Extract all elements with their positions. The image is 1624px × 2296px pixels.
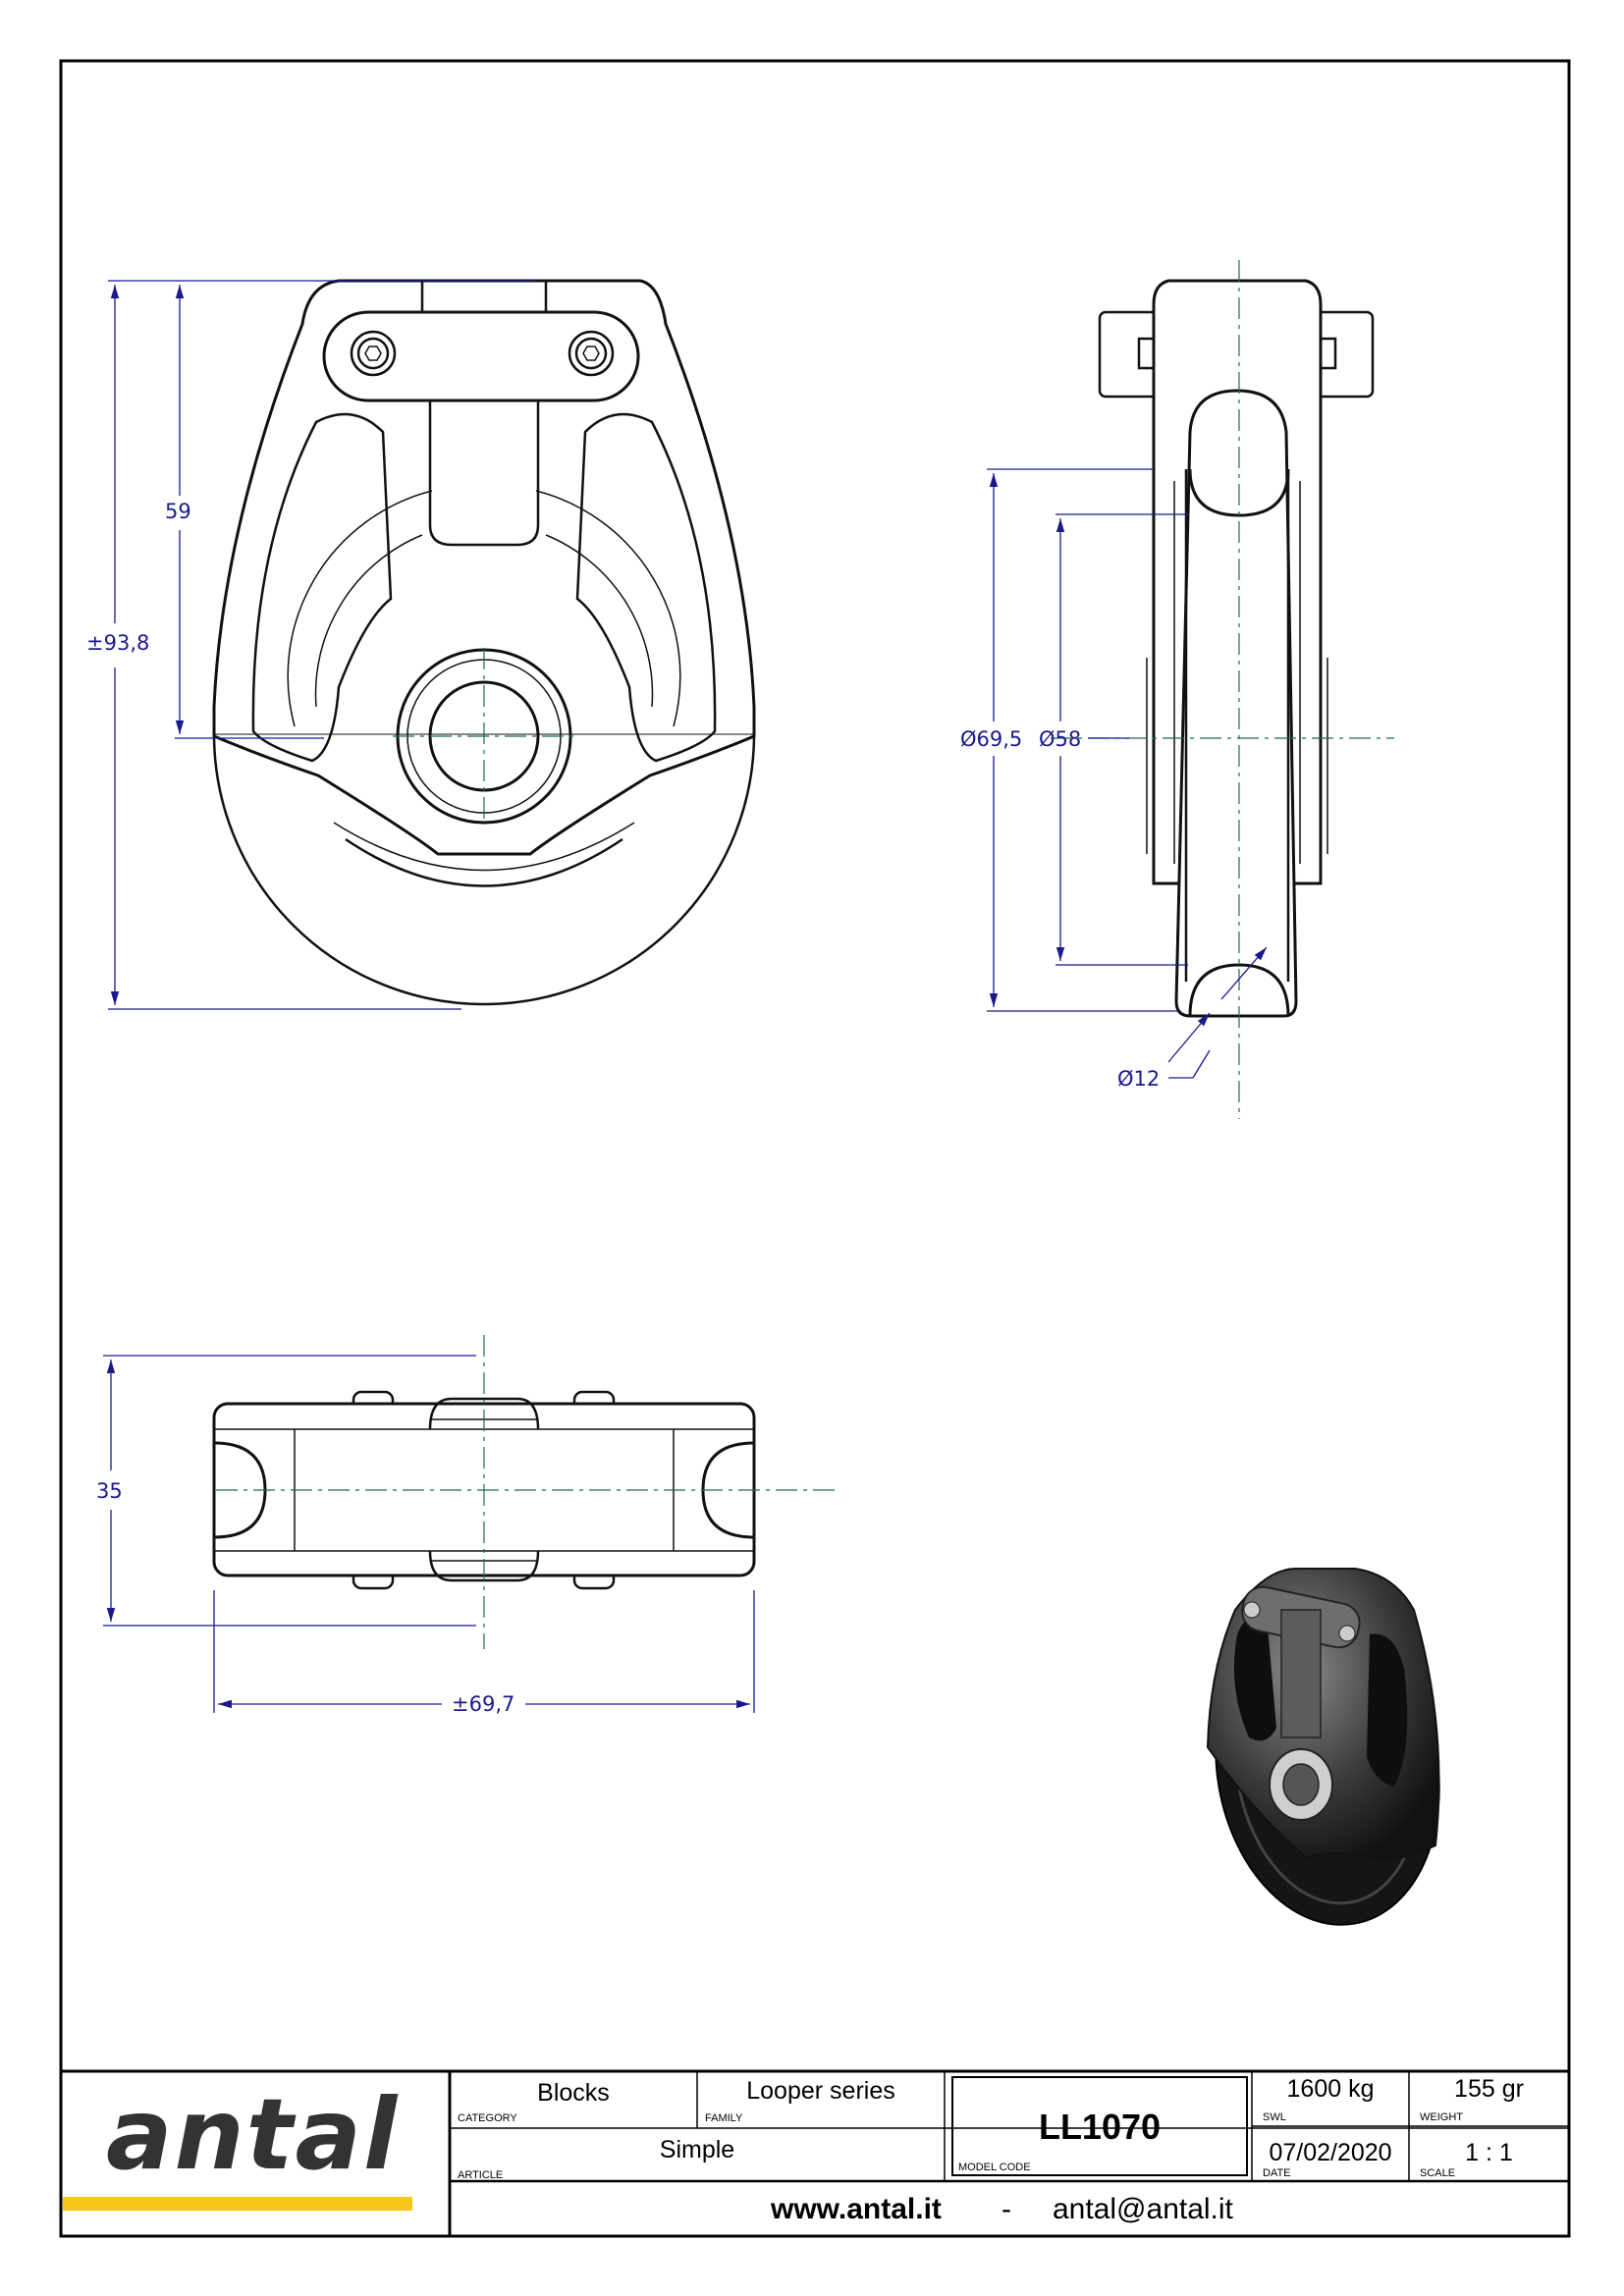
weight-value: 155 gr <box>1454 2075 1524 2103</box>
front-dimensions <box>108 280 535 1010</box>
category-value: Blocks <box>537 2079 610 2107</box>
side-view <box>1051 260 1394 1119</box>
dim-top-width: ±69,7 <box>452 1692 514 1716</box>
dim-rope-dia: Ø12 <box>1117 1067 1160 1091</box>
family-label: FAMILY <box>705 2112 743 2124</box>
swl-value: 1600 kg <box>1286 2075 1375 2103</box>
swl-label: SWL <box>1263 2111 1286 2123</box>
article-label: ARTICLE <box>458 2169 504 2181</box>
weight-label: WEIGHT <box>1420 2111 1463 2123</box>
website-link[interactable]: www.antal.it <box>771 2193 942 2225</box>
dim-side-outer-dia: Ø69,5 <box>960 727 1022 751</box>
email-link[interactable]: antal@antal.it <box>1053 2193 1233 2225</box>
dim-top-height: 35 <box>96 1479 123 1503</box>
category-label: CATEGORY <box>458 2112 517 2124</box>
front-view <box>212 279 756 1006</box>
top-dimensions <box>103 1355 755 1713</box>
article-value: Simple <box>659 2136 735 2163</box>
model-code-value: LL1070 <box>1038 2107 1162 2147</box>
contact-separator: - <box>1001 2193 1011 2225</box>
model-code-label: MODEL CODE <box>958 2162 1031 2173</box>
dim-side-groove-dia: Ø58 <box>1039 727 1081 751</box>
side-dimensions <box>987 468 1268 1079</box>
isometric-render <box>1206 1568 1440 1926</box>
top-view <box>212 1335 835 1649</box>
family-value: Looper series <box>746 2077 895 2105</box>
drawing-frame <box>59 59 1571 2238</box>
dim-front-height-total: ±93,8 <box>86 631 149 655</box>
scale-label: SCALE <box>1420 2167 1456 2179</box>
date-value: 07/02/2020 <box>1269 2139 1392 2166</box>
title-block <box>61 2069 1569 2236</box>
dim-front-height-axle: 59 <box>165 500 191 523</box>
brand-logo: antal <box>106 2077 400 2192</box>
date-label: DATE <box>1263 2167 1291 2179</box>
scale-value: 1 : 1 <box>1465 2139 1513 2166</box>
